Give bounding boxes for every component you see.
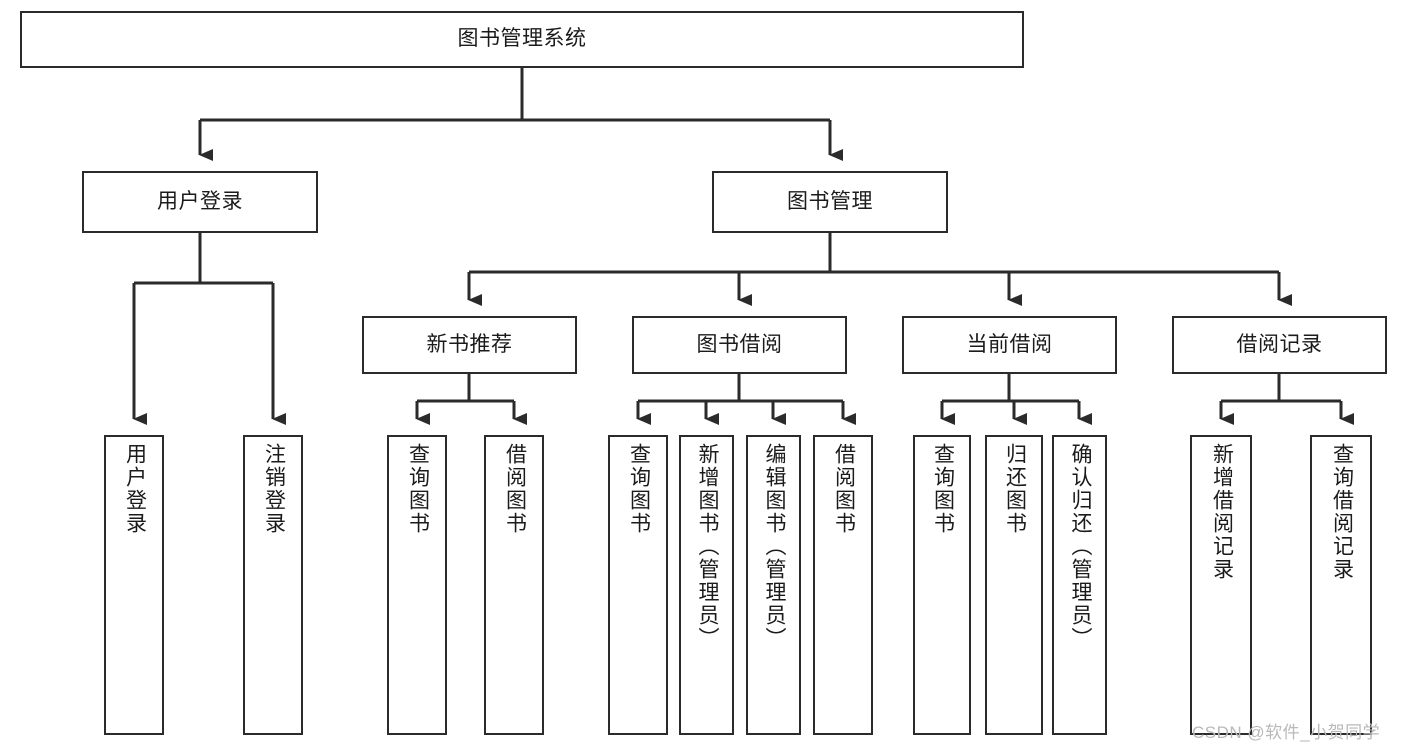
node-user-login[interactable]: 用户登录 bbox=[82, 171, 318, 233]
node-new-book-recommend-label: 新书推荐 bbox=[426, 332, 513, 356]
node-leaf-logout-login-label: 注销登录 bbox=[262, 443, 286, 535]
node-borrow-record-label: 借阅记录 bbox=[1236, 332, 1323, 356]
node-user-login-label: 用户登录 bbox=[157, 189, 243, 213]
node-borrow-record[interactable]: 借阅记录 bbox=[1172, 316, 1387, 374]
node-leaf-add-borrow-record[interactable]: 新增借阅记录 bbox=[1190, 435, 1252, 735]
node-leaf-return-book[interactable]: 归还图书 bbox=[985, 435, 1043, 735]
node-leaf-user-login[interactable]: 用户登录 bbox=[104, 435, 164, 735]
node-leaf-return-book-label: 归还图书 bbox=[1003, 443, 1027, 535]
node-leaf-add-book-admin-label: 新增图书（管理员） bbox=[695, 443, 719, 650]
node-leaf-query-borrow-record[interactable]: 查询借阅记录 bbox=[1310, 435, 1372, 735]
node-root-label: 图书管理系统 bbox=[457, 27, 587, 51]
node-current-borrow[interactable]: 当前借阅 bbox=[902, 316, 1117, 374]
node-leaf-add-book-admin[interactable]: 新增图书（管理员） bbox=[679, 435, 734, 735]
node-leaf-query-borrow-record-label: 查询借阅记录 bbox=[1330, 443, 1354, 581]
node-new-book-recommend[interactable]: 新书推荐 bbox=[362, 316, 577, 374]
watermark: CSDN @软件_小贺同学 bbox=[1192, 723, 1381, 742]
node-leaf-confirm-return-admin-label: 确认归还（管理员） bbox=[1068, 443, 1092, 650]
node-leaf-edit-book-admin[interactable]: 编辑图书（管理员） bbox=[746, 435, 801, 735]
node-book-borrow[interactable]: 图书借阅 bbox=[632, 316, 847, 374]
node-book-manage-label: 图书管理 bbox=[787, 189, 873, 213]
node-leaf-query-book-3-label: 查询图书 bbox=[931, 443, 955, 535]
node-leaf-borrow-book-2-label: 借阅图书 bbox=[832, 443, 856, 535]
node-root[interactable]: 图书管理系统 bbox=[20, 11, 1024, 68]
node-leaf-borrow-book-1[interactable]: 借阅图书 bbox=[484, 435, 544, 735]
node-leaf-query-book-2-label: 查询图书 bbox=[627, 443, 651, 535]
node-book-borrow-label: 图书借阅 bbox=[696, 332, 783, 356]
node-leaf-query-book-3[interactable]: 查询图书 bbox=[913, 435, 971, 735]
node-leaf-query-book-1-label: 查询图书 bbox=[406, 443, 430, 535]
node-leaf-query-book-1[interactable]: 查询图书 bbox=[387, 435, 447, 735]
node-leaf-query-book-2[interactable]: 查询图书 bbox=[608, 435, 668, 735]
node-leaf-borrow-book-2[interactable]: 借阅图书 bbox=[813, 435, 873, 735]
node-leaf-user-login-label: 用户登录 bbox=[123, 443, 147, 535]
node-leaf-add-borrow-record-label: 新增借阅记录 bbox=[1210, 443, 1234, 581]
node-leaf-logout-login[interactable]: 注销登录 bbox=[243, 435, 303, 735]
node-book-manage[interactable]: 图书管理 bbox=[712, 171, 948, 233]
node-leaf-edit-book-admin-label: 编辑图书（管理员） bbox=[762, 443, 786, 650]
node-leaf-confirm-return-admin[interactable]: 确认归还（管理员） bbox=[1052, 435, 1107, 735]
node-current-borrow-label: 当前借阅 bbox=[966, 332, 1053, 356]
node-leaf-borrow-book-1-label: 借阅图书 bbox=[503, 443, 527, 535]
